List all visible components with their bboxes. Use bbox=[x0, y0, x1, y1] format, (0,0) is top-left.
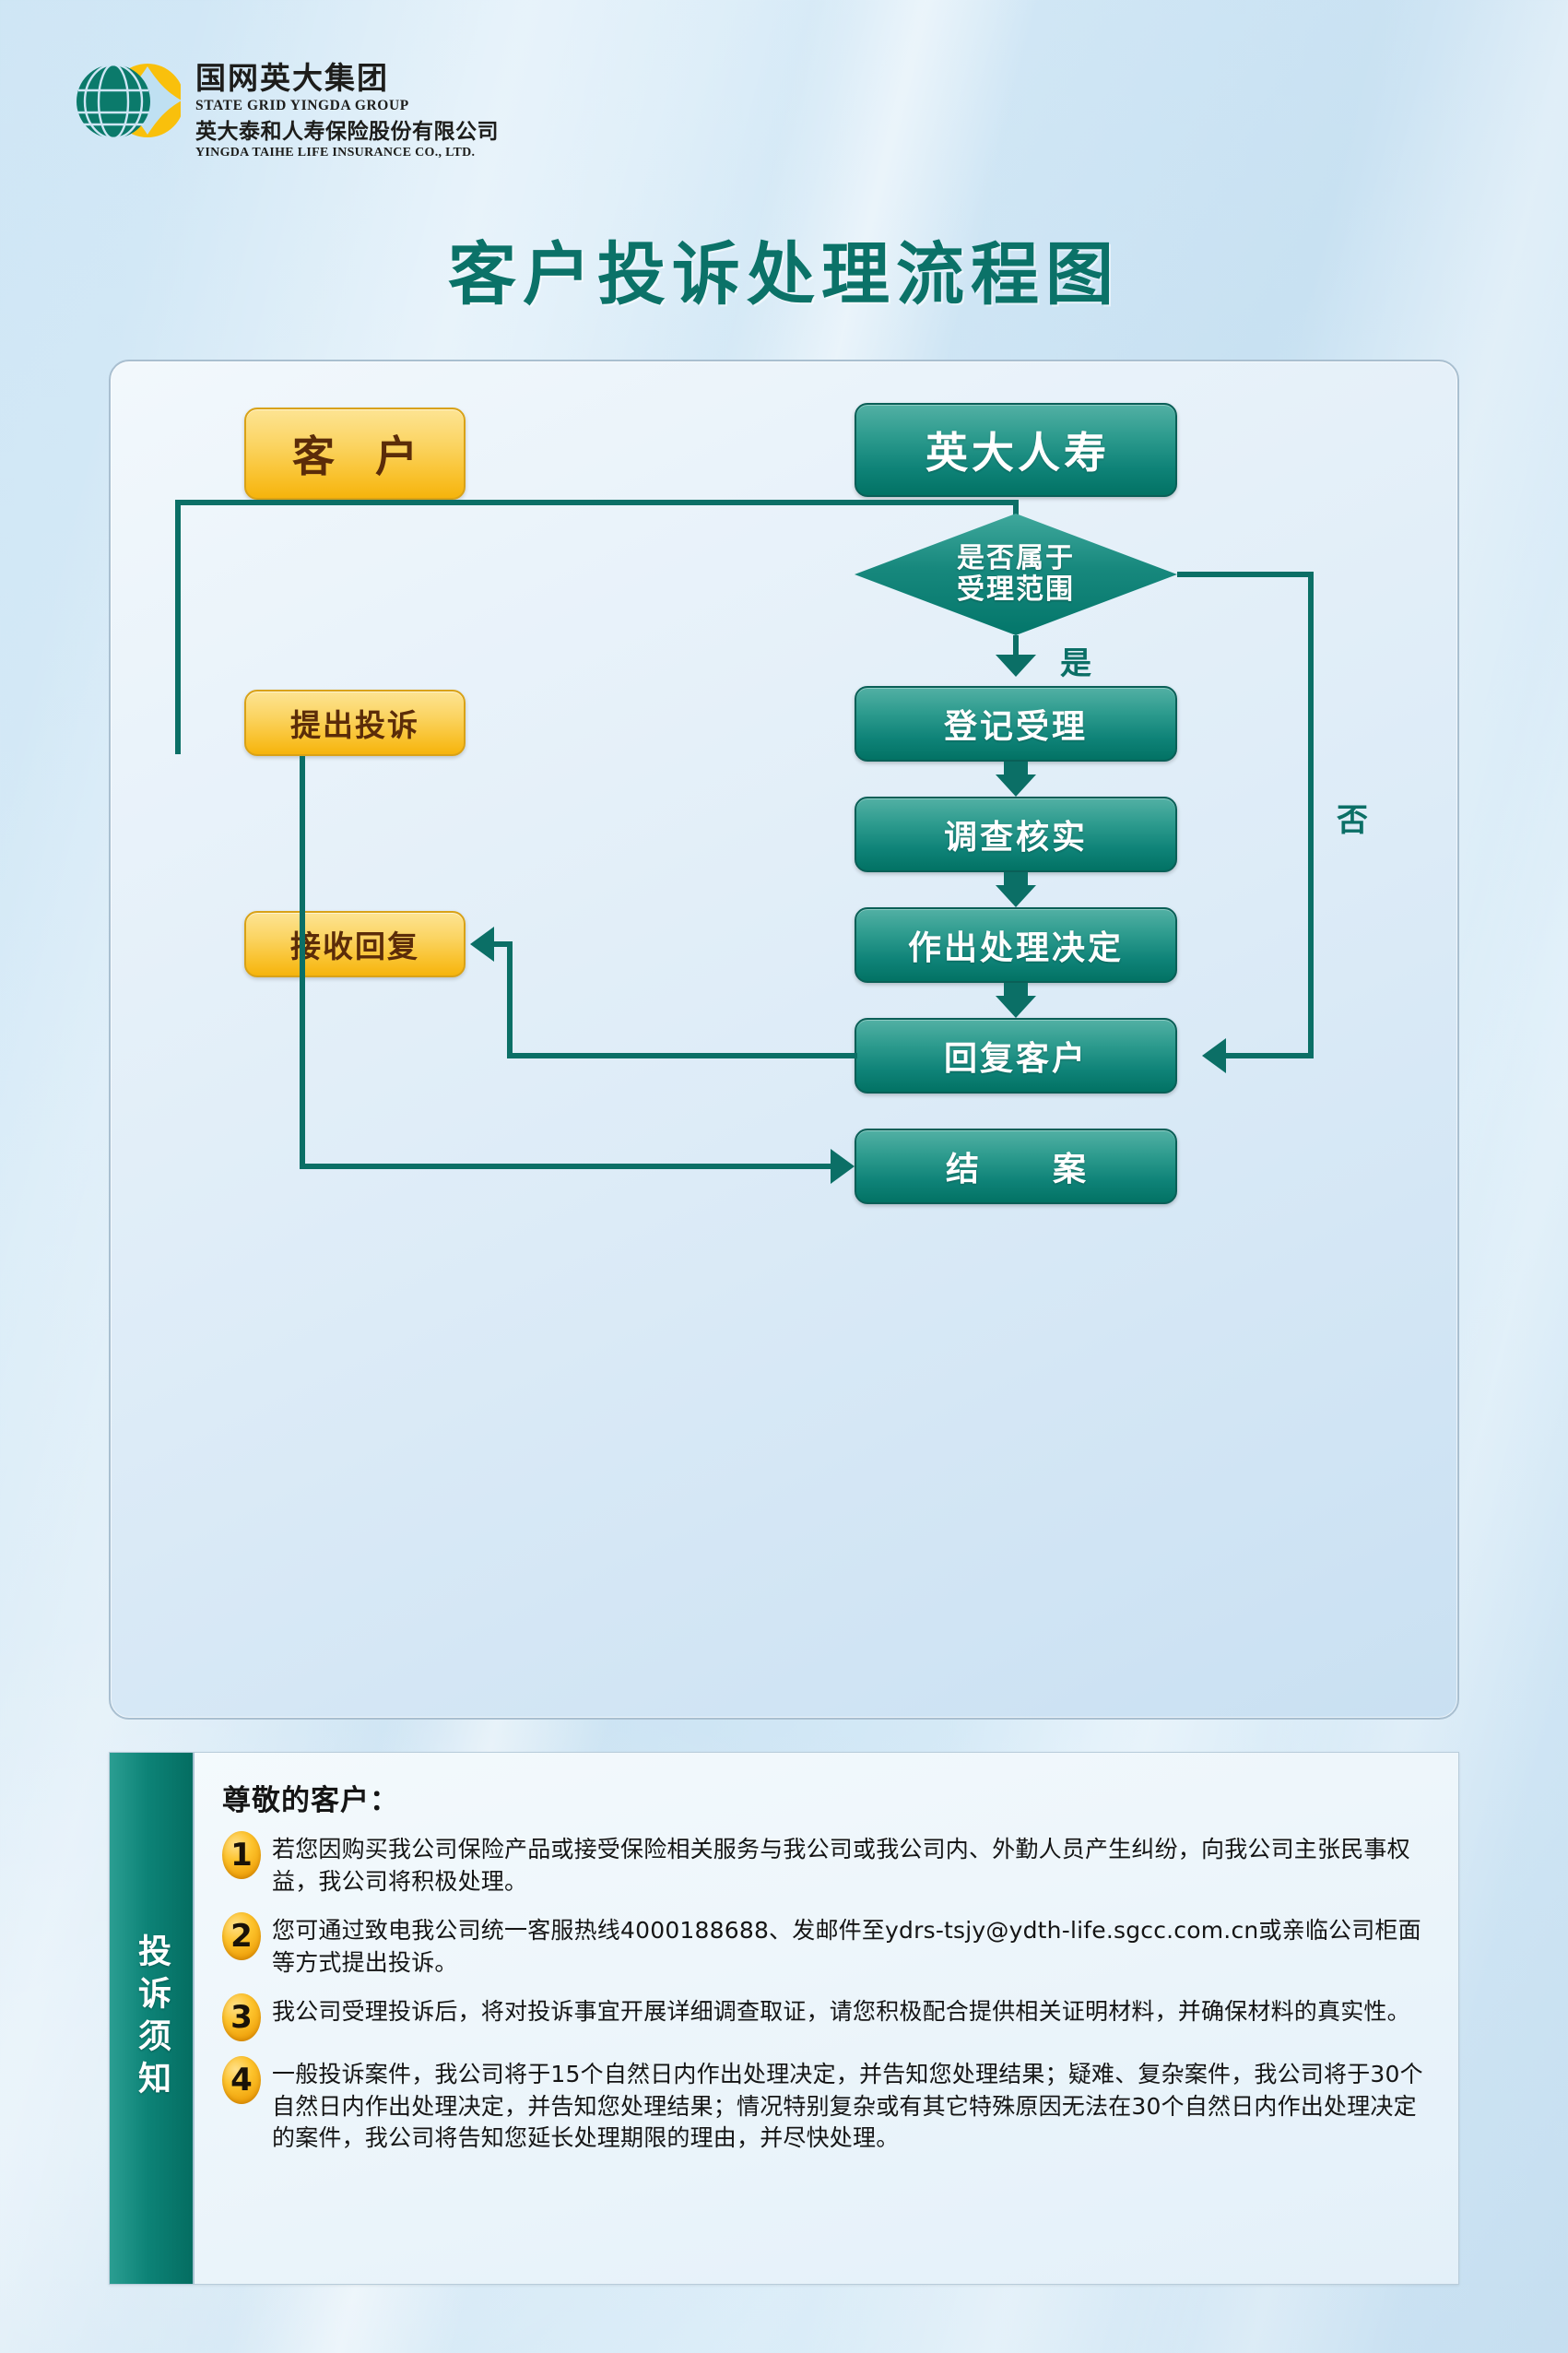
connector-decision-to-register bbox=[1013, 635, 1019, 663]
notice-tab-label: 投诉须知 bbox=[133, 1933, 171, 2103]
state-grid-yingda-logo-icon bbox=[72, 57, 184, 148]
notice-side-tab: 投诉须知 bbox=[110, 1753, 195, 2284]
connector-submit-to-top bbox=[175, 500, 181, 754]
flow-node-receive-reply: 接收回复 bbox=[244, 911, 466, 977]
brand-group-name-cn: 国网英大集团 bbox=[195, 60, 389, 96]
notice-number: 4 bbox=[230, 2062, 253, 2099]
flow-node-investigate: 调查核实 bbox=[855, 797, 1177, 872]
notice-list-item: 3 我公司受理投诉后，将对投诉事宜开展详细调查取证，请您积极配合提供相关证明材料… bbox=[222, 1993, 1427, 2041]
arrow-to-receive-icon bbox=[470, 927, 494, 962]
complaint-notice-panel: 投诉须知 尊敬的客户： 1 若您因购买我公司保险产品或接受保险相关服务与我公司或… bbox=[109, 1752, 1459, 2285]
notice-list-item: 2 您可通过致电我公司统一客服热线4000188688、发邮件至ydrs-tsj… bbox=[222, 1912, 1427, 1979]
connector-reply-left-up bbox=[507, 944, 513, 1058]
notice-greeting: 尊敬的客户： bbox=[222, 1784, 399, 1817]
flow-node-submit-complaint: 提出投诉 bbox=[244, 690, 466, 756]
notice-body: 尊敬的客户： 1 若您因购买我公司保险产品或接受保险相关服务与我公司或我公司内、… bbox=[195, 1753, 1458, 2284]
flowchart-panel: 客 户 英大人寿 提出投诉 是否属于 受理范围 是 登记受理 调查核实 作出处理… bbox=[109, 360, 1459, 1720]
brand-company-name-cn: 英大泰和人寿保险股份有限公司 bbox=[195, 119, 499, 144]
connector-no-right bbox=[1177, 572, 1314, 577]
branch-label-yes: 是 bbox=[1060, 645, 1091, 682]
branch-label-no: 否 bbox=[1337, 802, 1368, 839]
notice-list-item: 4 一般投诉案件，我公司将于15个自然日内作出处理决定，并告知您处理结果；疑难、… bbox=[222, 2056, 1427, 2155]
arrow-yes-icon bbox=[996, 655, 1036, 677]
flow-header-company: 英大人寿 bbox=[855, 403, 1177, 497]
notice-number-badge: 3 bbox=[222, 1993, 261, 2041]
notice-item-text: 一般投诉案件，我公司将于15个自然日内作出处理决定，并告知您处理结果；疑难、复杂… bbox=[272, 2061, 1423, 2151]
connector-no-down bbox=[1308, 572, 1314, 1053]
notice-item-text: 我公司受理投诉后，将对投诉事宜开展详细调查取证，请您积极配合提供相关证明材料，并… bbox=[272, 1998, 1410, 2025]
notice-number: 1 bbox=[230, 1837, 253, 1874]
notice-number: 3 bbox=[230, 1999, 253, 2036]
arrow-into-close-icon bbox=[831, 1149, 855, 1184]
notice-number: 2 bbox=[230, 1918, 253, 1955]
flow-node-close-case: 结 案 bbox=[855, 1129, 1177, 1204]
decision-label-line2: 受理范围 bbox=[957, 573, 1075, 606]
page-title: 客户投诉处理流程图 bbox=[448, 235, 1120, 314]
notice-item-text: 若您因购买我公司保险产品或接受保险相关服务与我公司或我公司内、外勤人员产生纠纷，… bbox=[272, 1836, 1410, 1895]
arrow-decision-to-reply-icon bbox=[996, 996, 1036, 1018]
arrow-register-to-investigate-icon bbox=[996, 774, 1036, 797]
connector-receive-in bbox=[494, 941, 513, 947]
flow-node-register: 登记受理 bbox=[855, 686, 1177, 762]
connector-no-into-reply bbox=[1226, 1053, 1314, 1058]
connector-submit-down bbox=[300, 756, 305, 1166]
flow-header-customer: 客 户 bbox=[244, 408, 466, 500]
notice-item-text: 您可通过致电我公司统一客服热线4000188688、发邮件至ydrs-tsjy@… bbox=[272, 1917, 1421, 1976]
arrow-investigate-to-decision-icon bbox=[996, 885, 1036, 907]
arrow-no-into-reply-icon bbox=[1202, 1038, 1226, 1073]
notice-number-badge: 2 bbox=[222, 1912, 261, 1960]
connector-reply-left bbox=[507, 1053, 857, 1058]
notice-number-badge: 1 bbox=[222, 1831, 261, 1879]
flow-node-make-decision: 作出处理决定 bbox=[855, 907, 1177, 983]
connector-to-close bbox=[300, 1164, 834, 1169]
brand-header: 国网英大集团 STATE GRID YINGDA GROUP 英大泰和人寿保险股… bbox=[72, 57, 499, 160]
brand-text-block: 国网英大集团 STATE GRID YINGDA GROUP 英大泰和人寿保险股… bbox=[195, 57, 499, 160]
flow-node-reply-customer: 回复客户 bbox=[855, 1018, 1177, 1094]
notice-number-badge: 4 bbox=[222, 2056, 261, 2104]
brand-company-name-en: YINGDA TAIHE LIFE INSURANCE CO., LTD. bbox=[195, 145, 476, 160]
flow-decision-node: 是否属于 受理范围 bbox=[855, 514, 1177, 635]
connector-top-horizontal bbox=[175, 500, 1016, 505]
decision-label-line1: 是否属于 bbox=[957, 542, 1075, 575]
brand-group-name-en: STATE GRID YINGDA GROUP bbox=[195, 97, 409, 113]
notice-list-item: 1 若您因购买我公司保险产品或接受保险相关服务与我公司或我公司内、外勤人员产生纠… bbox=[222, 1831, 1427, 1898]
